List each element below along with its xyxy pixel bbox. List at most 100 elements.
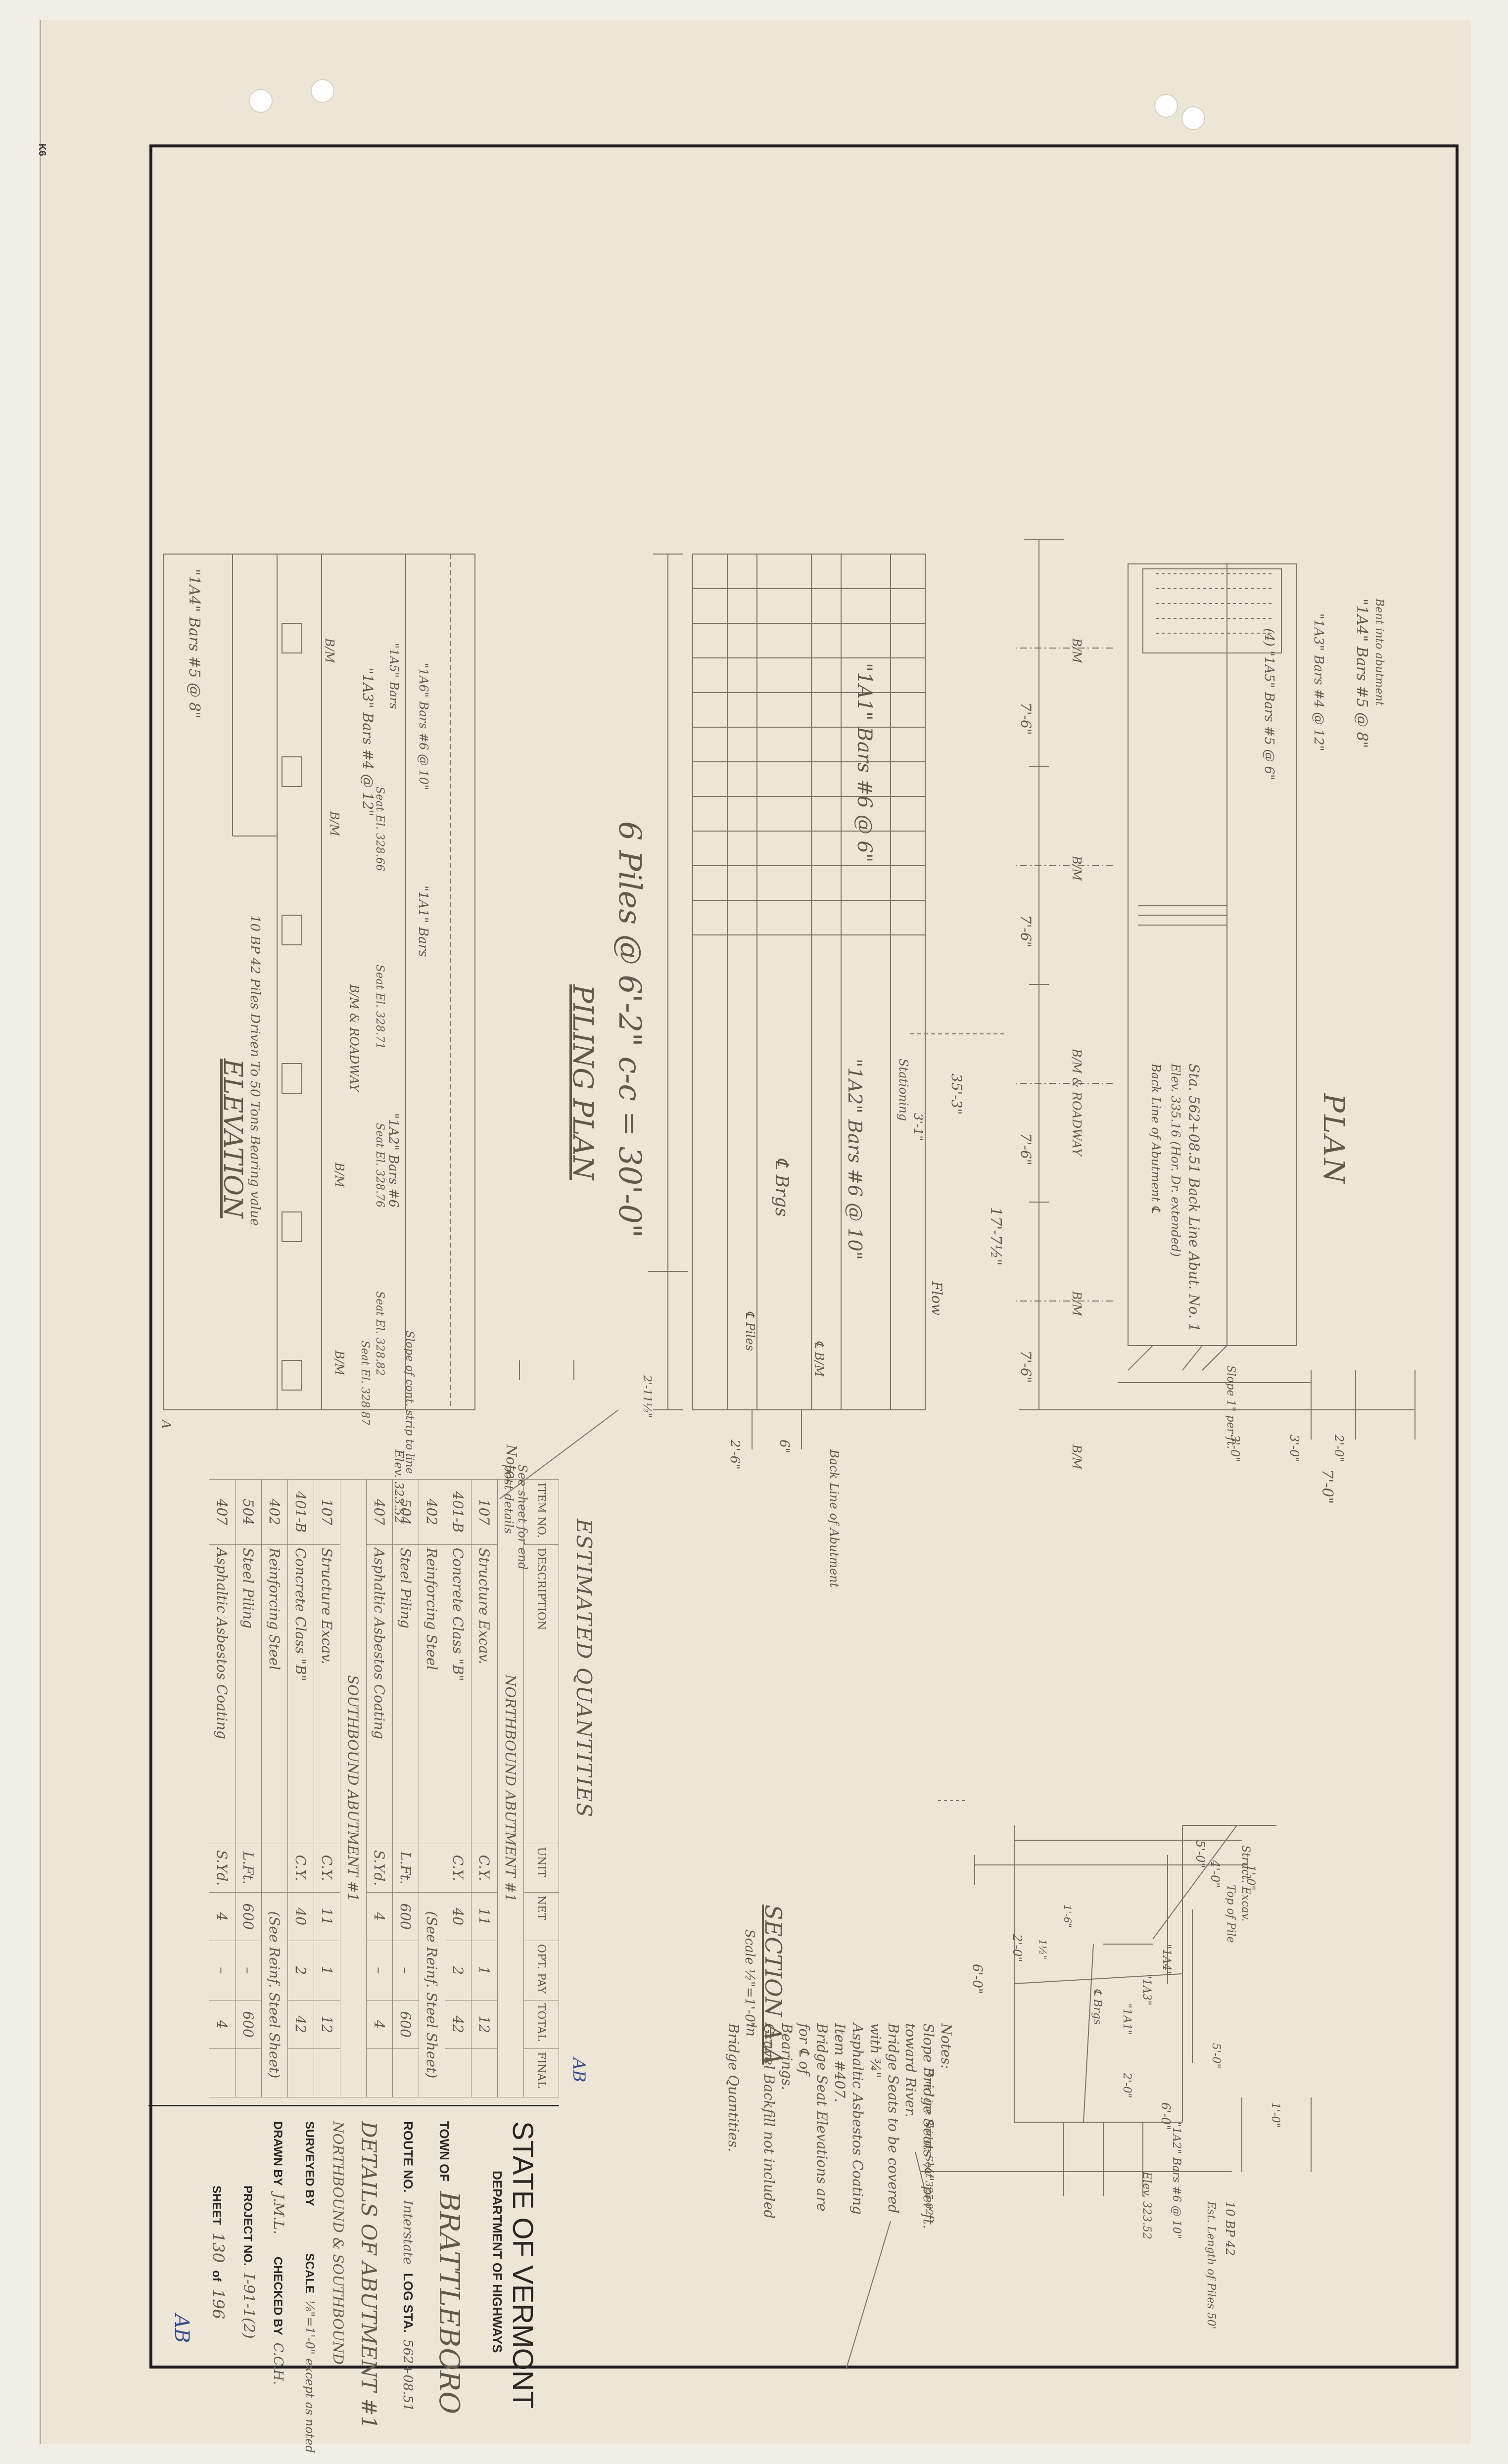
- surveyed-label: SURVEYED BY: [303, 2121, 316, 2206]
- cell: 11: [314, 1892, 340, 1941]
- elevation-bm-label: B/M: [328, 811, 341, 837]
- subject-sub: NORTHBOUND & SOUTHBOUND: [330, 2121, 346, 2365]
- header-cell: TOTAL: [523, 2000, 559, 2049]
- seat-elevation-label: Seat El. 328.66: [374, 787, 386, 872]
- plan-stationing: Stationing: [896, 1059, 910, 1121]
- sheet-label: SHEET: [210, 2185, 223, 2226]
- plan-dim-d3: 3'-0": [1228, 1435, 1242, 1463]
- plan-back-line: Back Line of Abutment ℄: [1149, 1064, 1163, 1213]
- cell: 407: [366, 1479, 393, 1545]
- note-line: Bridge Seat Elevations are for ℄ of: [796, 2023, 831, 2212]
- table-row: 107 Structure Excav. C.Y. 11 1 12: [471, 1479, 498, 2097]
- project-label: PROJECT NO.: [241, 2185, 254, 2266]
- plan-dim-small: 3'-1": [911, 1113, 925, 1141]
- cell: –: [392, 1941, 419, 2000]
- cell: 401-B: [445, 1479, 471, 1545]
- table-row: 402 Reinforcing Steel (See Reinf. Steel …: [419, 1479, 445, 2097]
- table-row: 401-B Concrete Class "B" C.Y. 40 2 42: [445, 1479, 471, 2097]
- plan-dim-d2: 3'-0": [1287, 1435, 1301, 1463]
- header-cell: UNIT: [523, 1844, 559, 1893]
- cell: 2: [445, 1941, 471, 2000]
- header-cell: OPT. PAY: [523, 1941, 559, 2000]
- cell: L.Ft.: [235, 1844, 262, 1893]
- table-header-row: ITEM NO. DESCRIPTION UNIT NET OPT. PAY T…: [523, 1479, 559, 2097]
- cell: 504: [392, 1479, 419, 1545]
- seat-elevation-label: Seat El. 328.71: [374, 965, 386, 1050]
- scale-label: SCALE: [303, 2253, 316, 2294]
- sheet-of: of: [210, 2270, 223, 2281]
- seat-elevation-label: Seat El. 328.82: [374, 1291, 386, 1376]
- cell: 1: [314, 1941, 340, 2000]
- piling-back-line: Back Line of Abutment: [827, 1449, 841, 1588]
- notes-heading: Notes:: [938, 2023, 954, 2069]
- cell: 107: [471, 1479, 498, 1545]
- title-state: STATE OF VERMONT: [507, 2121, 539, 2409]
- cell: 40: [445, 1892, 471, 1941]
- section-struct-exc: Struct. Excav.: [1239, 1845, 1252, 1922]
- section-bp-length: Est. Length of Piles 50': [1205, 2201, 1217, 2329]
- piles-note: 10 BP 42 Piles Driven To 50 Tons Bearing…: [247, 915, 262, 1226]
- section-scale: Scale ½"=1'-0": [742, 1929, 757, 2028]
- plan-dim-d1: 2'-0": [1332, 1435, 1346, 1463]
- elevation-bm-label: B/M: [323, 638, 336, 663]
- piling-piles-label: ℄ Piles: [743, 1311, 757, 1351]
- note-line: Bridge Seats to be covered with ¾": [867, 2023, 901, 2214]
- cell: 4: [209, 1892, 236, 1941]
- elevation-bars-top-label: "1A4" Bars #5 @ 8": [186, 569, 203, 719]
- group-row: SOUTHBOUND ABUTMENT #1: [340, 1479, 367, 2097]
- cell: Asphaltic Asbestos Coating: [366, 1544, 393, 1844]
- cell: Steel Piling: [235, 1544, 262, 1844]
- drawing-lines: ​: [149, 144, 1459, 2370]
- cell: 4: [366, 1892, 393, 1941]
- cell: Reinforcing Steel: [419, 1544, 445, 1844]
- table-row: 504 Steel Piling L.Ft. 600 – 600: [392, 1479, 419, 2097]
- cell: (See Reinf. Steel Sheet): [419, 1892, 445, 2097]
- section-dim-f: 2'-0": [1010, 1934, 1024, 1962]
- table-row: 407 Asphaltic Asbestos Coating S.Yd. 4 –…: [209, 1479, 236, 2097]
- cell: Concrete Class "B": [287, 1544, 314, 1844]
- check-mark: AB: [569, 2058, 589, 2083]
- cell: 42: [287, 2000, 314, 2049]
- cell: [392, 2048, 419, 2097]
- slope-note: Slope of cont. strip to line: [403, 1331, 416, 1474]
- cell: Reinforcing Steel: [261, 1544, 288, 1844]
- section-dim-g: 6'-0": [970, 1964, 985, 1994]
- section-dim-top2: 4'-0": [1208, 1860, 1222, 1888]
- rotated-drawing: ​ "1A4" Bars #5 @ 8" "1A3" Bars #4 @ 12"…: [148, 143, 1460, 2453]
- seat-elevation-label: Seat El. 328.87: [359, 1341, 371, 1426]
- cell: 402: [419, 1479, 445, 1545]
- group-name: SOUTHBOUND ABUTMENT #1: [340, 1479, 367, 2097]
- punch-hole: [311, 79, 334, 103]
- plan-bm-label: B/M: [1070, 638, 1084, 663]
- cell: [419, 1844, 445, 1893]
- cell: L.Ft.: [392, 1844, 419, 1893]
- table-row: 401-B Concrete Class "B" C.Y. 40 2 42: [287, 1479, 314, 2097]
- piles-spacing-label: 6 Piles @ 6'-2" c-c = 30'-0": [612, 821, 648, 1238]
- cell: 600: [392, 2000, 419, 2049]
- subject: DETAILS OF ABUTMENT #1: [357, 2121, 381, 2429]
- section-dim-b: 2'-0": [1121, 2073, 1133, 2098]
- elevation-title: ELEVATION: [218, 1059, 247, 1218]
- cell: [366, 2048, 393, 2097]
- elevation-bm-label: B/M & ROADWAY: [347, 984, 361, 1092]
- elevation-bars-6-label: "1A6" Bars #6 @ 10": [417, 663, 430, 790]
- drawn-label: DRAWN BY: [271, 2121, 284, 2186]
- plan-bars-5-label: (4) "1A5" Bars #5 @ 6": [1262, 628, 1276, 781]
- group-row: NORTHBOUND ABUTMENT #1: [497, 1479, 524, 2097]
- plan-elevation-note: Elev. 335.16 (Hor. Dr. extended): [1169, 1064, 1182, 1257]
- punch-hole: [249, 89, 273, 113]
- note-line: Asphaltic Asbestos Coating Item #407.: [832, 2023, 866, 2215]
- cell: (See Reinf. Steel Sheet): [261, 1892, 288, 2097]
- cell: [287, 2048, 314, 2097]
- cell: S.Yd.: [209, 1844, 236, 1893]
- estimated-quantities-table: ESTIMATED QUANTITIES ITEM NO. DESCRIPTIO…: [209, 1479, 596, 2097]
- piling-bars-b-label: "1A2" Bars #6 @ 10": [844, 1059, 866, 1260]
- drawing-sheet: [40, 20, 1471, 2444]
- note-line: Bearings.: [778, 2023, 795, 2091]
- plan-dim-d4: 7'-0": [1319, 1469, 1336, 1504]
- cell: Structure Excav.: [314, 1544, 340, 1844]
- group-name: NORTHBOUND ABUTMENT #1: [497, 1479, 524, 2097]
- plan-dim-half: 17'-7½": [987, 1207, 1004, 1266]
- table-row: 504 Steel Piling L.Ft. 600 – 600: [235, 1479, 262, 2097]
